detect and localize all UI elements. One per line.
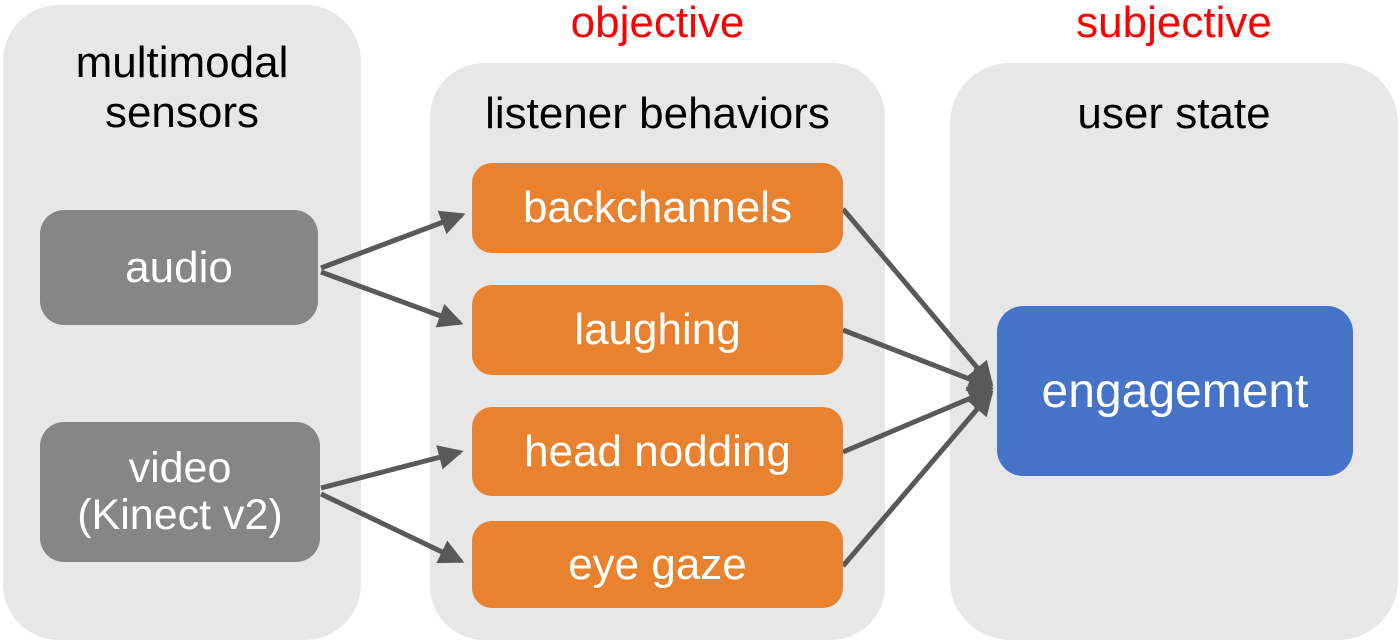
node-backchannels-label: backchannels: [522, 183, 793, 232]
arrow-audio-to-backchannels: [320, 210, 466, 271]
arrow-backchannels-to-engagement: [841, 207, 994, 387]
node-video: video (Kinect v2): [40, 422, 320, 562]
node-laughing-label: laughing: [574, 305, 741, 354]
subjective-label: subjective: [1076, 0, 1272, 47]
node-backchannels: backchannels: [472, 163, 843, 253]
node-laughing: laughing: [472, 285, 843, 375]
user-state-title: user state: [1077, 89, 1271, 138]
multimodal-sensors-title-line2: sensors: [104, 88, 260, 137]
arrow-video-to-eye-gaze: [319, 491, 465, 564]
node-video-label-line1: video: [128, 444, 232, 492]
arrow-laughing-to-engagement: [842, 327, 994, 391]
node-eye-gaze-label: eye gaze: [568, 539, 747, 589]
listener-behaviors-title: listener behaviors: [485, 89, 830, 138]
objective-label: objective: [570, 0, 745, 47]
node-engagement-label: engagement: [1041, 364, 1309, 418]
arrow-eye-gaze-to-engagement: [841, 390, 994, 568]
node-head-nodding-label: head nodding: [524, 426, 791, 476]
arrow-video-to-head-nodding: [320, 445, 464, 491]
node-eye-gaze: eye gaze: [472, 521, 843, 608]
node-engagement: engagement: [997, 306, 1353, 476]
node-audio: audio: [40, 210, 318, 325]
node-audio-label: audio: [125, 243, 233, 292]
node-head-nodding: head nodding: [472, 407, 843, 496]
multimodal-sensors-title-line1: multimodal: [75, 38, 289, 87]
node-video-label-line2: (Kinect v2): [77, 491, 283, 539]
arrow-audio-to-laughing: [320, 269, 464, 328]
arrow-head-nodding-to-engagement: [842, 386, 994, 455]
multimodal-sensors-title: multimodal sensors: [3, 38, 361, 138]
